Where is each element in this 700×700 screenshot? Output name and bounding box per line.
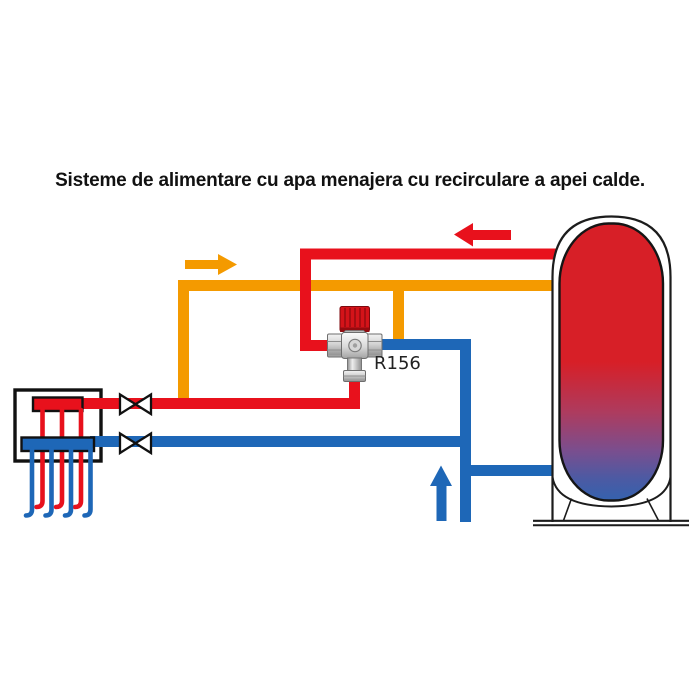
valve-model-label: R156 <box>374 353 421 374</box>
shutoff-valve-hot <box>118 392 153 417</box>
cold-manifold-bar <box>20 436 96 453</box>
valve-body-port-center <box>352 343 358 348</box>
cold-drop-pipe <box>43 446 54 518</box>
valve-knob-ridges <box>344 308 366 327</box>
cold-drop-pipe <box>62 446 74 518</box>
cold-water-flow-arrow-up-icon <box>430 465 452 521</box>
valve-triangle <box>118 431 138 456</box>
flow-arrows <box>185 223 511 521</box>
valve-left-nut <box>327 333 344 358</box>
valve-knob-band <box>340 327 370 332</box>
valve-tailpiece <box>347 357 362 373</box>
cold-drop-pipe <box>82 446 93 518</box>
valve-triangle <box>133 392 153 417</box>
tank-leg-strut <box>646 498 660 521</box>
tank-vessel-gradient <box>558 222 665 502</box>
hot-water-line <box>80 248 556 409</box>
cold-drop-pipe <box>23 446 35 518</box>
valve-nut-facets <box>327 341 382 351</box>
manifold-bars <box>20 396 96 518</box>
hot-water-pipe-from-tank <box>300 248 556 351</box>
hot-manifold-bar <box>31 396 84 413</box>
mixing-valve-r156 <box>327 306 383 382</box>
valve-triangle <box>118 392 138 417</box>
shutoff-valve-cold <box>118 431 153 456</box>
hot-water-flow-arrow-left-icon <box>454 223 511 247</box>
page-title: Sisteme de alimentare cu apa menajera cu… <box>55 170 645 191</box>
hot-drop-pipe <box>53 407 65 510</box>
cold-manifold-drop-pipes <box>23 446 93 518</box>
hot-manifold-drop-pipes <box>34 407 84 510</box>
recirculation-flow-arrow-right-icon <box>185 254 237 275</box>
valve-triangle <box>133 431 153 456</box>
storage-tank <box>533 215 689 527</box>
mixed-water-pipe-to-manifold <box>80 372 360 409</box>
recirculation-line <box>178 280 556 400</box>
tank-shell-bottom <box>551 476 672 508</box>
hot-drop-pipe <box>72 407 84 510</box>
recirculation-pipe <box>178 280 556 400</box>
hot-drop-pipe <box>34 407 45 510</box>
cold-water-line <box>90 339 556 522</box>
tank-leg-strut <box>562 498 573 521</box>
cold-water-pipe-to-valve <box>377 339 471 522</box>
